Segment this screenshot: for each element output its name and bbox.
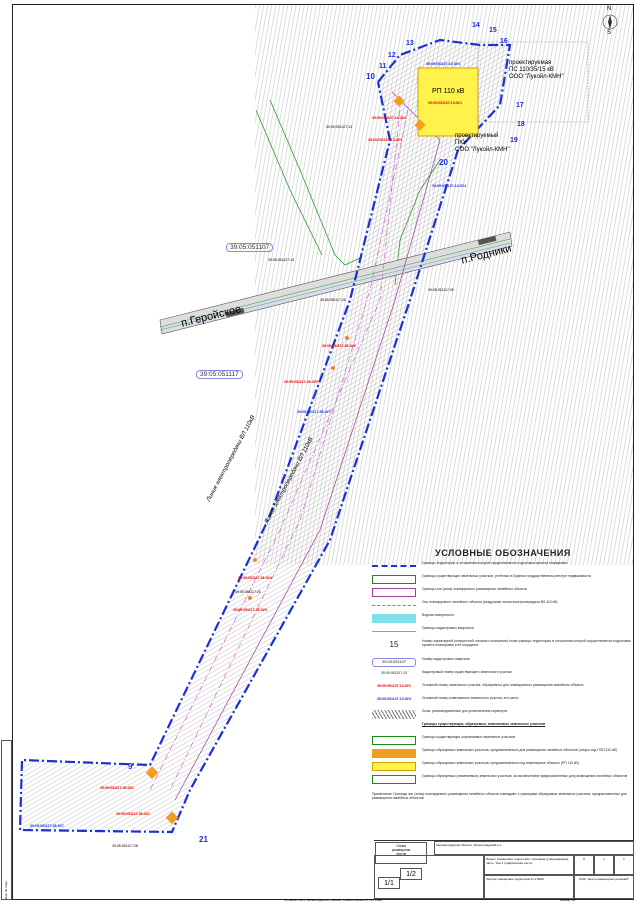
legend-item-red: 39:05:051107:13:ЗУ1 Условный номер земел… xyxy=(376,683,584,688)
blue-label-2: 39:05:051107:13:ЗУ4 xyxy=(432,184,467,188)
point-20: 20 xyxy=(439,158,448,167)
point-13: 13 xyxy=(406,40,414,47)
point-17: 17 xyxy=(516,102,524,109)
point-19: 19 xyxy=(510,137,518,144)
pku-label-1: проектируемый xyxy=(455,133,499,139)
cad-1: 39:05:051107:13 xyxy=(326,125,353,129)
legend-item-zone: Границы зон (зона) планируемого размещен… xyxy=(372,587,634,601)
red-label-3: 39:05:051107:13:ЗУ3 xyxy=(368,138,403,142)
legend: УСЛОВНЫЕ ОБОЗНАЧЕНИЯ Границы территории,… xyxy=(372,548,634,800)
territory-boundary xyxy=(18,38,512,834)
point-11: 11 xyxy=(379,63,387,70)
compass xyxy=(602,14,618,30)
legend-item-parcel: Границы существующих земельных участков,… xyxy=(372,574,634,588)
legend-item-existing: Границы существующих сохраняемых земельн… xyxy=(372,735,634,749)
tb-sheet-title: Чертёж планировки территории М 1:5000 xyxy=(484,875,574,899)
scheme-box: Схема размещения листов xyxy=(375,842,427,864)
red-label-5: 39:05:051117:26:ЗУ5 xyxy=(284,380,318,384)
point-14: 14 xyxy=(472,22,480,29)
blue-label-1: 39:05:051107:13:ЗУ4 xyxy=(426,62,461,66)
red-label-7: 39:05:051117:26:ЗУ3 xyxy=(233,608,267,612)
cad-2: 39:05:051117:26 xyxy=(320,298,346,302)
tb-sheet: 1 xyxy=(594,855,614,875)
point-10: 10 xyxy=(366,72,375,81)
tb-signatures xyxy=(374,855,484,899)
corridor-zone xyxy=(20,40,510,832)
red-label-8: 39:05:051117:28:ЗУ1 xyxy=(100,786,134,790)
legend-item-support: Границы образуемых земельных участков, п… xyxy=(372,748,634,762)
red-label-6: 39:05:051117:26:ЗУ4 xyxy=(238,576,272,580)
pku-label-2: ПКУ xyxy=(455,140,467,146)
support-5 xyxy=(253,558,257,562)
point-21: 21 xyxy=(199,835,208,844)
legend-item-group: Границы существующих, образуемых, изменя… xyxy=(422,722,546,726)
point-15: 15 xyxy=(489,27,497,34)
legend-title: УСЛОВНЫЕ ОБОЗНАЧЕНИЯ xyxy=(435,548,571,558)
pku-label-3: ООО "Лукойл-КМН" xyxy=(455,147,510,153)
legend-item-rp: Границы образуемых земельных участков, п… xyxy=(372,761,634,775)
page-next[interactable]: 1/2 xyxy=(400,868,422,880)
tb-object: Проект планировки территории. Основная (… xyxy=(484,855,574,875)
support-4 xyxy=(331,366,335,370)
support-6 xyxy=(248,596,252,600)
point-16: 16 xyxy=(500,38,508,45)
page-current[interactable]: 1/1 xyxy=(378,877,400,889)
point-18: 18 xyxy=(517,121,525,128)
cad-3: 39:05:051117:25 xyxy=(428,288,454,292)
road-green-2 xyxy=(255,109,323,256)
red-label-1: 39:05:051107:13:ЗУ1 xyxy=(428,101,463,105)
tb-project: Калининградская область, Зеленоградский … xyxy=(434,841,634,855)
cad-5: 39:05:051107:13 xyxy=(268,258,295,262)
tb-company: ООО "Центр инженерных решений" xyxy=(574,875,634,899)
car-left xyxy=(225,307,245,318)
point-9: 9 xyxy=(128,762,133,771)
legend-note: Примечание: Границы зон (зоны) планируем… xyxy=(372,792,627,800)
blue-label-4: 39:05:051117:28:ЗУ7 xyxy=(30,824,64,828)
title-block: Калининградская область, Зеленоградский … xyxy=(374,840,634,901)
ps-outline xyxy=(477,41,589,123)
support-3 xyxy=(345,336,349,340)
sheet-frame xyxy=(12,4,634,900)
legend-item-servitude: Зоны, рекомендованные для установления с… xyxy=(372,709,634,723)
legend-item-cad: 39:05:051107:13 Кадастровый номер сущест… xyxy=(380,670,512,675)
blue-label-3: 39:05:051117:28:ЗУ7 xyxy=(297,410,331,414)
compass-n: N xyxy=(607,6,612,12)
format-label: Формат А1 xyxy=(560,898,576,902)
legend-item-territory: Границы территории, в отношении которой … xyxy=(372,561,634,575)
point-12: 12 xyxy=(388,52,396,59)
legend-item-axis: Ось планируемого линейного объекта (возд… xyxy=(372,600,634,614)
cad-6: 39:05:051117:26 xyxy=(235,590,261,594)
ps-label-1: проектируемая xyxy=(509,60,552,66)
cad-4: 39:05:051117:28 xyxy=(112,844,138,848)
road-green xyxy=(269,99,361,266)
legend-item-blue: 39:05:051107:13:ЗУ4 Условный номер измен… xyxy=(376,696,519,701)
legend-item-other: Границы образуемых (изменяемых) земельны… xyxy=(372,774,634,788)
quarter-1: 39:05:051107 xyxy=(226,243,274,252)
car-right xyxy=(477,235,497,246)
ps-label-3: ООО "Лукойл-КМН" xyxy=(509,74,564,80)
legend-item-water: Водная поверхность xyxy=(372,613,634,627)
support-8 xyxy=(165,811,179,825)
legend-item-quarter-number: 39:05:051107 Номер кадастрового квартала xyxy=(372,657,634,671)
red-label-9: 39:05:051117:28:ЗУ2 xyxy=(116,812,150,816)
red-label-4: 39:05:051117:26:ЗУ6 xyxy=(322,344,356,348)
tb-stage: П xyxy=(574,855,594,875)
quarter-2: 39:05:051117 xyxy=(196,370,243,379)
axis-line-2 xyxy=(149,109,401,791)
legend-item-point: 15 Номер характерной (поворотной, начала… xyxy=(389,639,631,649)
compass-s: S xyxy=(607,30,612,36)
footer-text: Согласно листу Зеленоградского района: С… xyxy=(284,898,383,902)
legend-item-quarter: Границы кадастровых кварталов xyxy=(372,626,634,640)
ps-label-2: ПС 110/35/15 кВ xyxy=(509,67,554,73)
tb-sheets: 1 xyxy=(614,855,634,875)
support-7 xyxy=(145,766,159,780)
red-label-2: 39:05:051107:13:ЗУ2 xyxy=(372,116,407,120)
side-stamp: Инв. № подл. xyxy=(1,740,12,900)
axis-line xyxy=(169,109,409,791)
rp-label: РП 110 кВ xyxy=(432,88,465,95)
